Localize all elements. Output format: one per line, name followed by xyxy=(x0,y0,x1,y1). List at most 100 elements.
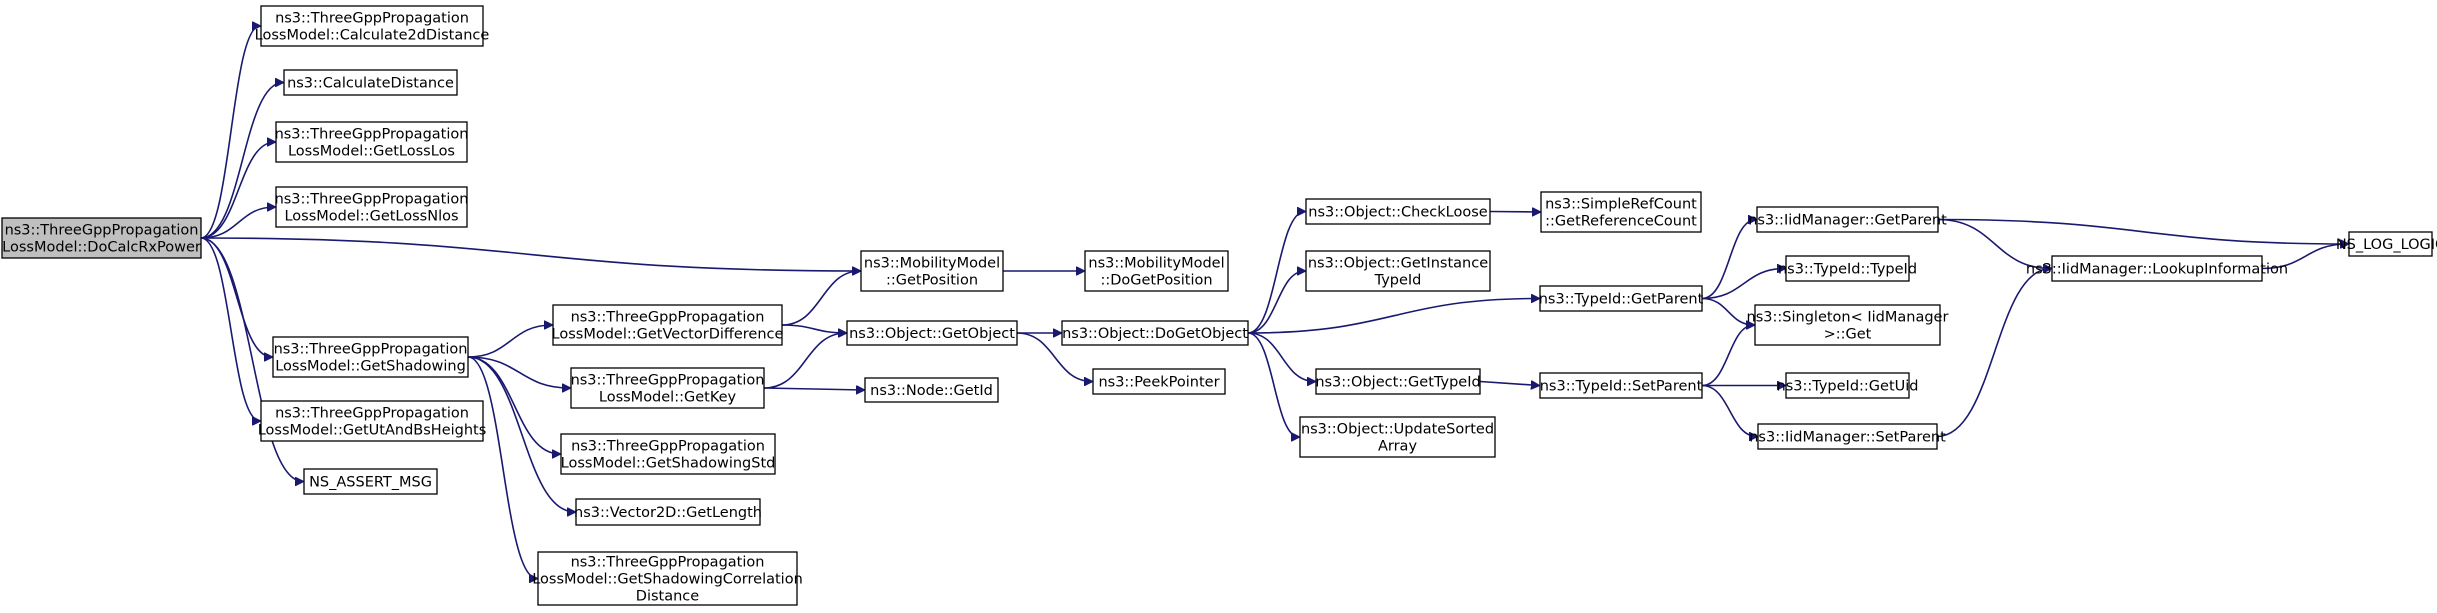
edge-path xyxy=(1247,332,1315,382)
node-box xyxy=(1785,372,1910,399)
edge-iid-manager-get-parent-to-iid-manager-lookup-information xyxy=(1937,218,2051,269)
edge-path xyxy=(200,83,283,239)
node-node-get-id[interactable]: ns3::Node::GetId xyxy=(864,377,999,403)
node-label-line: ns3::PeekPointer xyxy=(1098,375,1219,391)
node-do-calc-rx-power[interactable]: ns3::ThreeGppPropagationLossModel::DoCal… xyxy=(1,217,202,259)
node-box xyxy=(552,304,783,346)
node-singleton-get[interactable]: ns3::Singleton< IidManager >::Get xyxy=(1747,304,1949,346)
edge-path xyxy=(1016,332,1092,382)
edge-path xyxy=(200,237,860,271)
node-label-line: Distance xyxy=(636,589,699,605)
node-iid-manager-get-parent[interactable]: ns3::IidManager::GetParent xyxy=(1748,206,1947,233)
node-box xyxy=(260,400,484,442)
edge-object-do-get-object-to-object-get-instance-type-id xyxy=(1247,271,1305,334)
node-label-line: ns3::MobilityModel xyxy=(864,256,1000,272)
edge-iid-manager-set-parent-to-iid-manager-lookup-information xyxy=(1936,269,2051,438)
node-type-id-type-id[interactable]: ns3::TypeId::TypeId xyxy=(1778,255,1917,282)
edge-path xyxy=(1936,269,2051,438)
edge-path xyxy=(763,388,864,390)
node-box xyxy=(1061,320,1249,346)
edge-type-id-get-parent-to-type-id-type-id xyxy=(1701,269,1785,300)
node-label-line: ::GetReferenceCount xyxy=(1545,214,1697,230)
node-label-line: ns3::Singleton< IidManager xyxy=(1747,310,1949,326)
edge-get-shadowing-to-get-vector-difference xyxy=(467,325,552,358)
node-label-line: LossModel::GetKey xyxy=(599,390,737,406)
edge-path xyxy=(781,271,860,326)
node-box xyxy=(560,433,776,475)
node-box xyxy=(1539,372,1703,399)
edge-get-key-to-object-get-object xyxy=(763,333,846,389)
node-label-line: LossModel::DoCalcRxPower xyxy=(2,240,201,256)
node-label-line: ns3::CalculateDistance xyxy=(287,76,454,92)
edge-path xyxy=(200,142,275,239)
node-iid-manager-lookup-information[interactable]: ns3::IidManager::LookupInformation xyxy=(2026,255,2288,282)
edge-path xyxy=(200,237,303,482)
edge-object-do-get-object-to-object-check-loose xyxy=(1247,212,1305,334)
edge-path xyxy=(1247,212,1305,334)
edge-do-calc-rx-power-to-calculate2d-distance xyxy=(200,26,260,239)
node-get-shadowing[interactable]: ns3::ThreeGppPropagationLossModel::GetSh… xyxy=(272,336,469,378)
edge-object-do-get-object-to-object-update-sorted-array xyxy=(1247,332,1299,437)
node-label-line: LossModel::GetUtAndBsHeights xyxy=(258,423,487,439)
node-peek-pointer[interactable]: ns3::PeekPointer xyxy=(1092,368,1226,395)
node-label-line: ::DoGetPosition xyxy=(1100,273,1212,289)
edge-path xyxy=(1247,332,1299,437)
node-get-loss-los[interactable]: ns3::ThreeGppPropagationLossModel::GetLo… xyxy=(275,121,469,163)
edge-do-calc-rx-power-to-mobility-get-position xyxy=(200,237,860,271)
edge-type-id-set-parent-to-singleton-get xyxy=(1701,325,1754,387)
edge-path xyxy=(781,324,846,333)
node-label-line: NS_LOG_LOGIC xyxy=(2336,237,2437,253)
node-label-line: ns3::ThreeGppPropagation xyxy=(275,11,469,27)
node-box xyxy=(260,5,484,47)
node-iid-manager-set-parent[interactable]: ns3::IidManager::SetParent xyxy=(1749,423,1946,450)
node-box xyxy=(537,551,798,606)
node-label-line: ns3::Object::GetInstance xyxy=(1308,256,1488,272)
edge-type-id-set-parent-to-iid-manager-set-parent xyxy=(1701,384,1757,437)
node-get-key[interactable]: ns3::ThreeGppPropagationLossModel::GetKe… xyxy=(570,367,765,409)
edge-path xyxy=(1247,271,1305,334)
node-box xyxy=(864,377,999,403)
node-get-ut-and-bs-heights[interactable]: ns3::ThreeGppPropagationLossModel::GetUt… xyxy=(258,400,487,442)
node-box xyxy=(275,121,468,163)
node-simple-ref-count-get-reference-count[interactable]: ns3::SimpleRefCount::GetReferenceCount xyxy=(1540,191,1702,233)
node-box xyxy=(1539,285,1703,312)
edge-path xyxy=(200,237,260,421)
edge-do-calc-rx-power-to-calculate-distance xyxy=(200,83,283,239)
edge-path xyxy=(467,356,570,388)
node-label-line: ns3::IidManager::GetParent xyxy=(1748,213,1947,229)
edge-object-check-loose-to-simple-ref-count-get-reference-count xyxy=(1489,212,1540,213)
edge-object-do-get-object-to-object-get-type-id xyxy=(1247,332,1315,382)
node-vector2-d-get-length[interactable]: ns3::Vector2D::GetLength xyxy=(574,498,762,526)
edge-get-shadowing-to-get-key xyxy=(467,356,570,388)
node-box xyxy=(2348,231,2433,257)
node-calculate2d-distance[interactable]: ns3::ThreeGppPropagationLossModel::Calcu… xyxy=(255,5,490,47)
edge-get-vector-difference-to-object-get-object xyxy=(781,324,846,333)
node-ns-assert-msg[interactable]: NS_ASSERT_MSG xyxy=(303,468,438,495)
node-get-shadowing-correlation-distance[interactable]: ns3::ThreeGppPropagationLossModel::GetSh… xyxy=(532,551,803,606)
node-type-id-set-parent[interactable]: ns3::TypeId::SetParent xyxy=(1539,372,1703,399)
node-object-do-get-object[interactable]: ns3::Object::DoGetObject xyxy=(1061,320,1249,346)
edge-path xyxy=(1937,218,2348,245)
node-label-line: LossModel::GetLossLos xyxy=(288,144,455,160)
node-label-line: ns3::ThreeGppPropagation xyxy=(274,342,468,358)
node-mobility-get-position[interactable]: ns3::MobilityModel::GetPosition xyxy=(860,250,1004,292)
edge-do-calc-rx-power-to-get-ut-and-bs-heights xyxy=(200,237,260,421)
node-label-line: ns3::TypeId::GetParent xyxy=(1539,292,1704,308)
node-get-loss-nlos[interactable]: ns3::ThreeGppPropagationLossModel::GetLo… xyxy=(275,186,469,228)
node-get-shadowing-std[interactable]: ns3::ThreeGppPropagationLossModel::GetSh… xyxy=(560,433,776,475)
node-label-line: LossModel::GetShadowingCorrelation xyxy=(532,572,803,588)
node-ns-log-logic[interactable]: NS_LOG_LOGIC xyxy=(2336,231,2437,257)
node-label-line: ns3::ThreeGppPropagation xyxy=(275,406,469,422)
node-object-check-loose[interactable]: ns3::Object::CheckLoose xyxy=(1305,198,1491,225)
node-object-get-object[interactable]: ns3::Object::GetObject xyxy=(846,320,1018,346)
node-mobility-do-get-position[interactable]: ns3::MobilityModel::DoGetPosition xyxy=(1084,250,1229,292)
node-calculate-distance[interactable]: ns3::CalculateDistance xyxy=(283,69,458,96)
edge-path xyxy=(467,356,575,512)
node-object-get-type-id[interactable]: ns3::Object::GetTypeId xyxy=(1315,368,1481,395)
node-get-vector-difference[interactable]: ns3::ThreeGppPropagationLossModel::GetVe… xyxy=(552,304,784,346)
node-type-id-get-uid[interactable]: ns3::TypeId::GetUid xyxy=(1777,372,1919,399)
node-type-id-get-parent[interactable]: ns3::TypeId::GetParent xyxy=(1539,285,1704,312)
